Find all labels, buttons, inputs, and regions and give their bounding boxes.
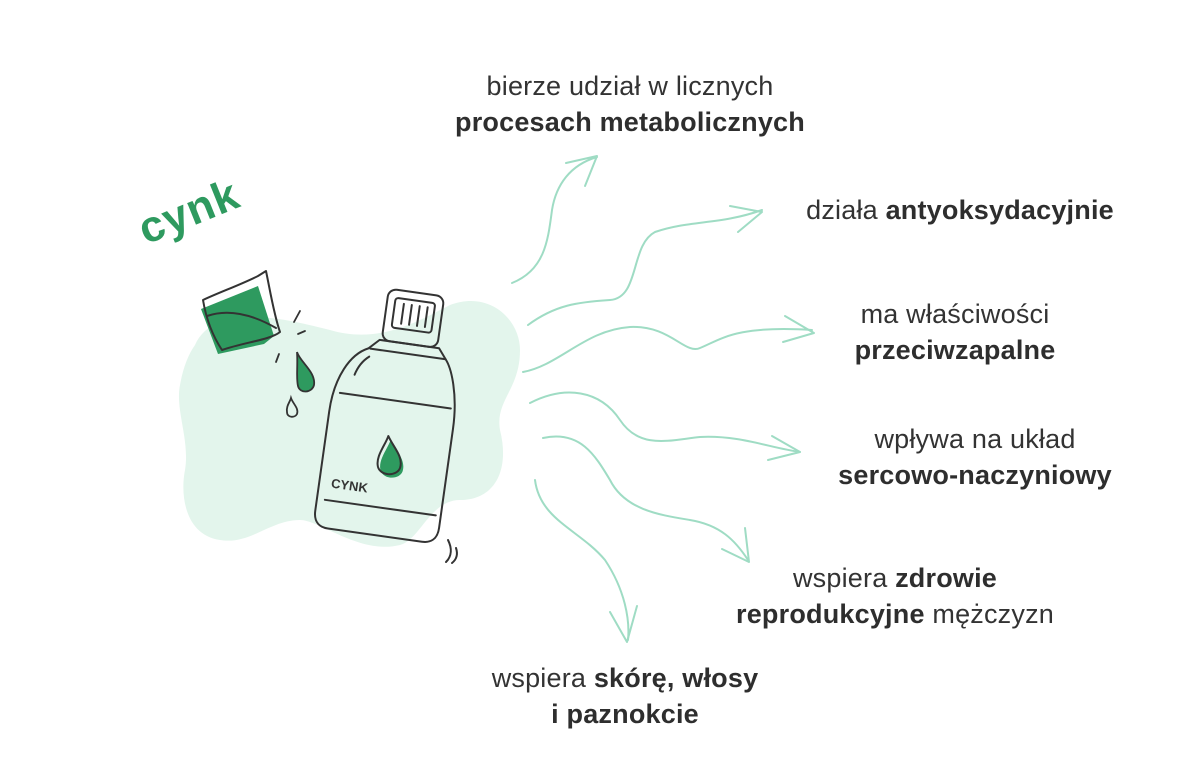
benefit-line-1: ma właściwości (860, 299, 1050, 329)
benefit-line-1: wspiera (491, 663, 594, 693)
benefit-cardiovascular: wpływa na układ sercowo-naczyniowy (810, 421, 1140, 493)
benefit-line-1-bold: zdrowie (895, 563, 998, 593)
benefit-line-1-bold: skórę, włosy (593, 663, 759, 693)
arrow-right-icon (522, 315, 815, 373)
benefit-line-1-bold: antyoksydacyjnie (885, 195, 1114, 225)
drops-icon (275, 310, 315, 418)
benefit-metabolic: bierze udział w licznych procesach metab… (420, 68, 840, 140)
arrow-right-icon (527, 205, 763, 326)
arrows (511, 155, 815, 643)
benefit-line-1: bierze udział w licznych (486, 71, 774, 101)
benefit-line-1: wspiera (792, 563, 896, 593)
benefit-line-1: działa (806, 195, 886, 225)
benefit-line-2-bold: przeciwzapalne (854, 335, 1056, 365)
benefit-skin-hair-nails: wspiera skórę, włosy i paznokcie (460, 660, 790, 732)
arrow-up-icon (511, 155, 598, 284)
benefit-line-2-tail: mężczyzn (924, 599, 1054, 629)
benefit-anti-inflammatory: ma właściwości przeciwzapalne (830, 296, 1080, 368)
benefit-line-2-bold: reprodukcyjne (736, 599, 925, 629)
benefit-antioxidant: działa antyoksydacyjnie (780, 192, 1140, 228)
arrow-down-right-icon (542, 435, 750, 563)
benefit-reproductive: wspiera zdrowie reprodukcyjne mężczyzn (705, 560, 1085, 632)
benefit-line-2-bold: procesach metabolicznych (455, 107, 805, 137)
beaker-icon (201, 270, 281, 354)
benefit-line-1: wpływa na układ (874, 424, 1076, 454)
bottle-icon: CYNK (314, 288, 458, 564)
benefit-line-2-bold: sercowo-naczyniowy (838, 460, 1112, 490)
arrow-down-icon (534, 479, 638, 643)
arrow-right-icon (529, 391, 801, 461)
bottle-label-text: CYNK (330, 476, 369, 496)
benefit-line-2-bold: i paznokcie (551, 699, 699, 729)
background-blob (178, 301, 520, 547)
